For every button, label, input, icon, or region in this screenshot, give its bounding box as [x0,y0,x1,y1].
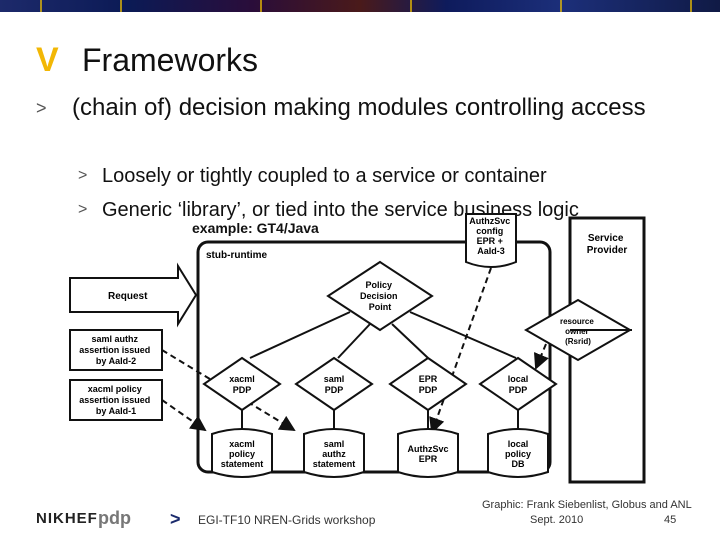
saml-assertion-label: saml authz assertion issued by AaId-2 [79,334,153,366]
bullet-chevron-icon: > [36,98,47,118]
authzsvc-config-label: AuthzSvc config EPR + AaId-3 [469,216,513,256]
stub-runtime-label: stub-runtime [206,250,268,261]
resource-owner-label: resource owner (Rsrid) [560,317,596,346]
footer-event: EGI-TF10 NREN-Grids workshop [198,513,376,527]
bullet-chevron-icon: > [78,167,88,184]
page-number: 45 [664,514,677,526]
pdp-link [409,311,517,359]
header-banner [0,0,720,12]
xacml-assertion-label: xacml policy assertion issued by AaId-1 [79,384,153,416]
pdp-diamonds [202,356,558,412]
policy-stores [211,428,549,478]
bullet-level2-item: > Loosely or tightly coupled to a servic… [78,163,698,189]
pdp-link [337,323,371,359]
xacml-assertion-flow [161,399,207,432]
saml-authz-store [303,428,365,478]
xacml-assertion-box [69,379,163,421]
pdp-logo: pdp [98,508,131,528]
bullet-level2-item: > Generic ‘library’, or tied into the se… [78,197,698,223]
bullet-level1: > (chain of) decision making modules con… [36,92,676,124]
slide-title: Frameworks [82,42,259,78]
footer-credit: Graphic: Frank Siebenlist, Globus and AN… [482,499,692,511]
pdp-label: Policy Decision Point [360,280,400,312]
saml-assertion-flow [161,349,296,432]
nikhef-logo: NIKHEF [36,510,98,527]
request-label: Request [108,291,148,302]
bullet-chevron-icon: > [78,201,88,218]
bullet-level2-text: Generic ‘library’, or tied into the serv… [102,199,579,221]
authzsvc-epr-store [397,428,459,478]
footer-date: Sept. 2010 [530,514,584,526]
authzsvc-config-box [465,213,517,268]
stub-runtime-container [196,240,552,474]
pdp-link [391,323,429,359]
pdp-link [249,311,351,359]
service-provider-label: Service Provider [587,233,628,256]
resource-owner-flow [534,343,549,370]
local-policy-db-store [487,428,549,478]
saml-assertion-box [69,329,163,371]
bullet-level1-text: (chain of) decision making modules contr… [72,94,646,121]
example-label: example: GT4/Java [192,220,319,236]
authzsvc-config-flow [429,267,492,434]
bullet-level2-text: Loosely or tightly coupled to a service … [102,165,547,187]
request-arrow [69,262,198,328]
footer-chevron-icon: > [170,509,181,529]
xacml-policy-store [211,428,273,478]
policy-decision-point [326,260,434,332]
title-chevron-icon: V [36,41,59,79]
